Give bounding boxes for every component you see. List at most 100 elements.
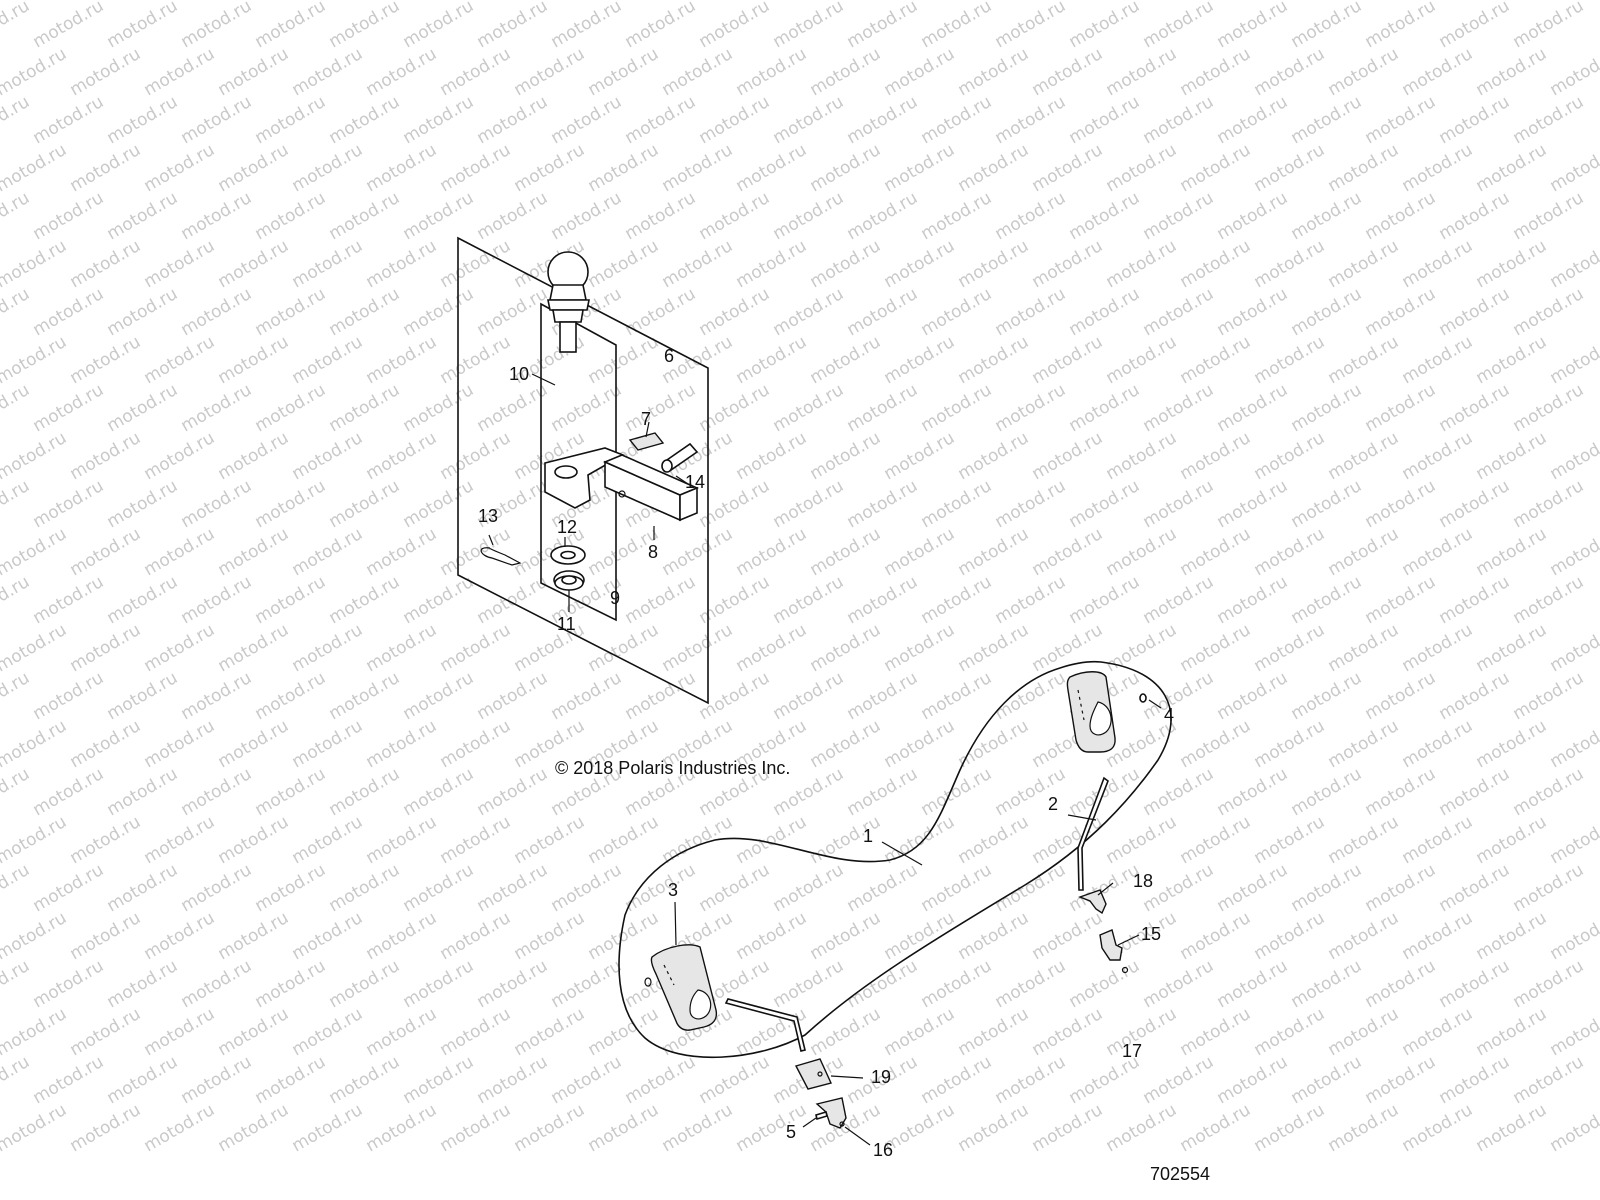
watermark-text: motod.ru (289, 620, 367, 676)
callout-3: 3 (668, 880, 678, 900)
watermark-text: motod.ru (992, 1052, 1070, 1108)
watermark-text: motod.ru (0, 44, 70, 100)
watermark-text: motod.ru (326, 764, 404, 820)
watermark-text: motod.ru (1177, 716, 1255, 772)
watermark-text: motod.ru (1177, 0, 1255, 4)
watermark-text: motod.ru (67, 716, 145, 772)
watermark-text: motod.ru (1288, 92, 1366, 148)
watermark-text: motod.ru (1103, 140, 1181, 196)
watermark-text: motod.ru (326, 284, 404, 340)
watermark-text: motod.ru (400, 476, 478, 532)
watermark-text: motod.ru (1140, 476, 1218, 532)
support-rod-right (1077, 776, 1109, 891)
watermark-text: motod.ru (1510, 764, 1588, 820)
watermark-text: motod.ru (30, 860, 108, 916)
watermark-text: motod.ru (733, 236, 811, 292)
watermark-text: motod.ru (1214, 764, 1292, 820)
watermark-text: motod.ru (67, 1100, 145, 1156)
watermark-text: motod.ru (807, 524, 885, 580)
watermark-text: motod.ru (252, 764, 330, 820)
watermark-text: motod.ru (992, 860, 1070, 916)
watermark-text: motod.ru (1288, 860, 1366, 916)
watermark-text: motod.ru (1436, 572, 1514, 628)
watermark-text: motod.ru (1362, 1052, 1440, 1108)
watermark-text: motod.ru (326, 0, 404, 52)
watermark-text: motod.ru (1547, 524, 1600, 580)
watermark-text: motod.ru (0, 284, 33, 340)
watermark-text: motod.ru (1325, 0, 1403, 4)
watermark-text: motod.ru (844, 572, 922, 628)
watermark-text: motod.ru (1325, 428, 1403, 484)
watermark-text: motod.ru (1325, 1100, 1403, 1156)
watermark-text: motod.ru (696, 476, 774, 532)
watermark-text: motod.ru (437, 812, 515, 868)
watermark-text: motod.ru (1103, 1100, 1181, 1156)
watermark-text: motod.ru (585, 0, 663, 4)
watermark-text: motod.ru (437, 140, 515, 196)
watermark-text: motod.ru (0, 188, 33, 244)
callout-13: 13 (478, 506, 498, 526)
watermark-text: motod.ru (918, 476, 996, 532)
watermark-text: motod.ru (881, 428, 959, 484)
watermark-text: motod.ru (474, 956, 552, 1012)
watermark-text: motod.ru (252, 572, 330, 628)
watermark-text: motod.ru (363, 812, 441, 868)
watermark-text: motod.ru (1103, 332, 1181, 388)
watermark-text: motod.ru (844, 764, 922, 820)
watermark-text: motod.ru (215, 1100, 293, 1156)
watermark-text: motod.ru (585, 44, 663, 100)
watermark-text: motod.ru (1177, 332, 1255, 388)
watermark-text: motod.ru (955, 908, 1033, 964)
watermark-text: motod.ru (1510, 956, 1588, 1012)
watermark-text: motod.ru (955, 44, 1033, 100)
watermark-text: motod.ru (511, 1100, 589, 1156)
watermark-text: motod.ru (1214, 1052, 1292, 1108)
watermark-text: motod.ru (622, 188, 700, 244)
watermark-text: motod.ru (252, 956, 330, 1012)
watermark-text: motod.ru (30, 476, 108, 532)
watermark-text: motod.ru (1288, 572, 1366, 628)
watermark-text: motod.ru (326, 188, 404, 244)
watermark-text: motod.ru (1510, 92, 1588, 148)
watermark-text: motod.ru (215, 524, 293, 580)
watermark-text: motod.ru (955, 140, 1033, 196)
watermark-text: motod.ru (141, 812, 219, 868)
watermark-text: motod.ru (992, 188, 1070, 244)
watermark-text: motod.ru (104, 1052, 182, 1108)
watermark-text: motod.ru (807, 716, 885, 772)
watermark-text: motod.ru (30, 572, 108, 628)
watermark-text: motod.ru (918, 0, 996, 52)
watermark-text: motod.ru (770, 380, 848, 436)
windshield (618, 660, 1172, 1059)
watermark-text: motod.ru (992, 668, 1070, 724)
watermark-text: motod.ru (1436, 188, 1514, 244)
watermark-text: motod.ru (1399, 908, 1477, 964)
watermark-text: motod.ru (1177, 236, 1255, 292)
watermark-text: motod.ru (141, 236, 219, 292)
watermark-text: motod.ru (1325, 716, 1403, 772)
watermark-text: motod.ru (1214, 92, 1292, 148)
watermark-text: motod.ru (1066, 572, 1144, 628)
watermark-text: motod.ru (104, 188, 182, 244)
watermark-text: motod.ru (252, 668, 330, 724)
watermark-text: motod.ru (0, 668, 33, 724)
watermark-text: motod.ru (696, 860, 774, 916)
watermark-text: motod.ru (437, 236, 515, 292)
watermark-text: motod.ru (1399, 524, 1477, 580)
hitch-ball (547, 251, 590, 353)
watermark-text: motod.ru (585, 1004, 663, 1060)
bracket-19 (794, 1058, 832, 1090)
watermark-text: motod.ru (659, 620, 737, 676)
watermark-text: motod.ru (622, 92, 700, 148)
watermark-text: motod.ru (215, 332, 293, 388)
washer (550, 545, 586, 565)
watermark-text: motod.ru (1140, 284, 1218, 340)
watermark-text: motod.ru (1288, 380, 1366, 436)
watermark-text: motod.ru (1547, 1100, 1600, 1156)
watermark-text: motod.ru (1029, 908, 1107, 964)
watermark-text: motod.ru (67, 1004, 145, 1060)
watermark-text: motod.ru (1029, 620, 1107, 676)
watermark-text: motod.ru (1362, 572, 1440, 628)
watermark-text: motod.ru (474, 284, 552, 340)
callout-15: 15 (1141, 924, 1161, 944)
